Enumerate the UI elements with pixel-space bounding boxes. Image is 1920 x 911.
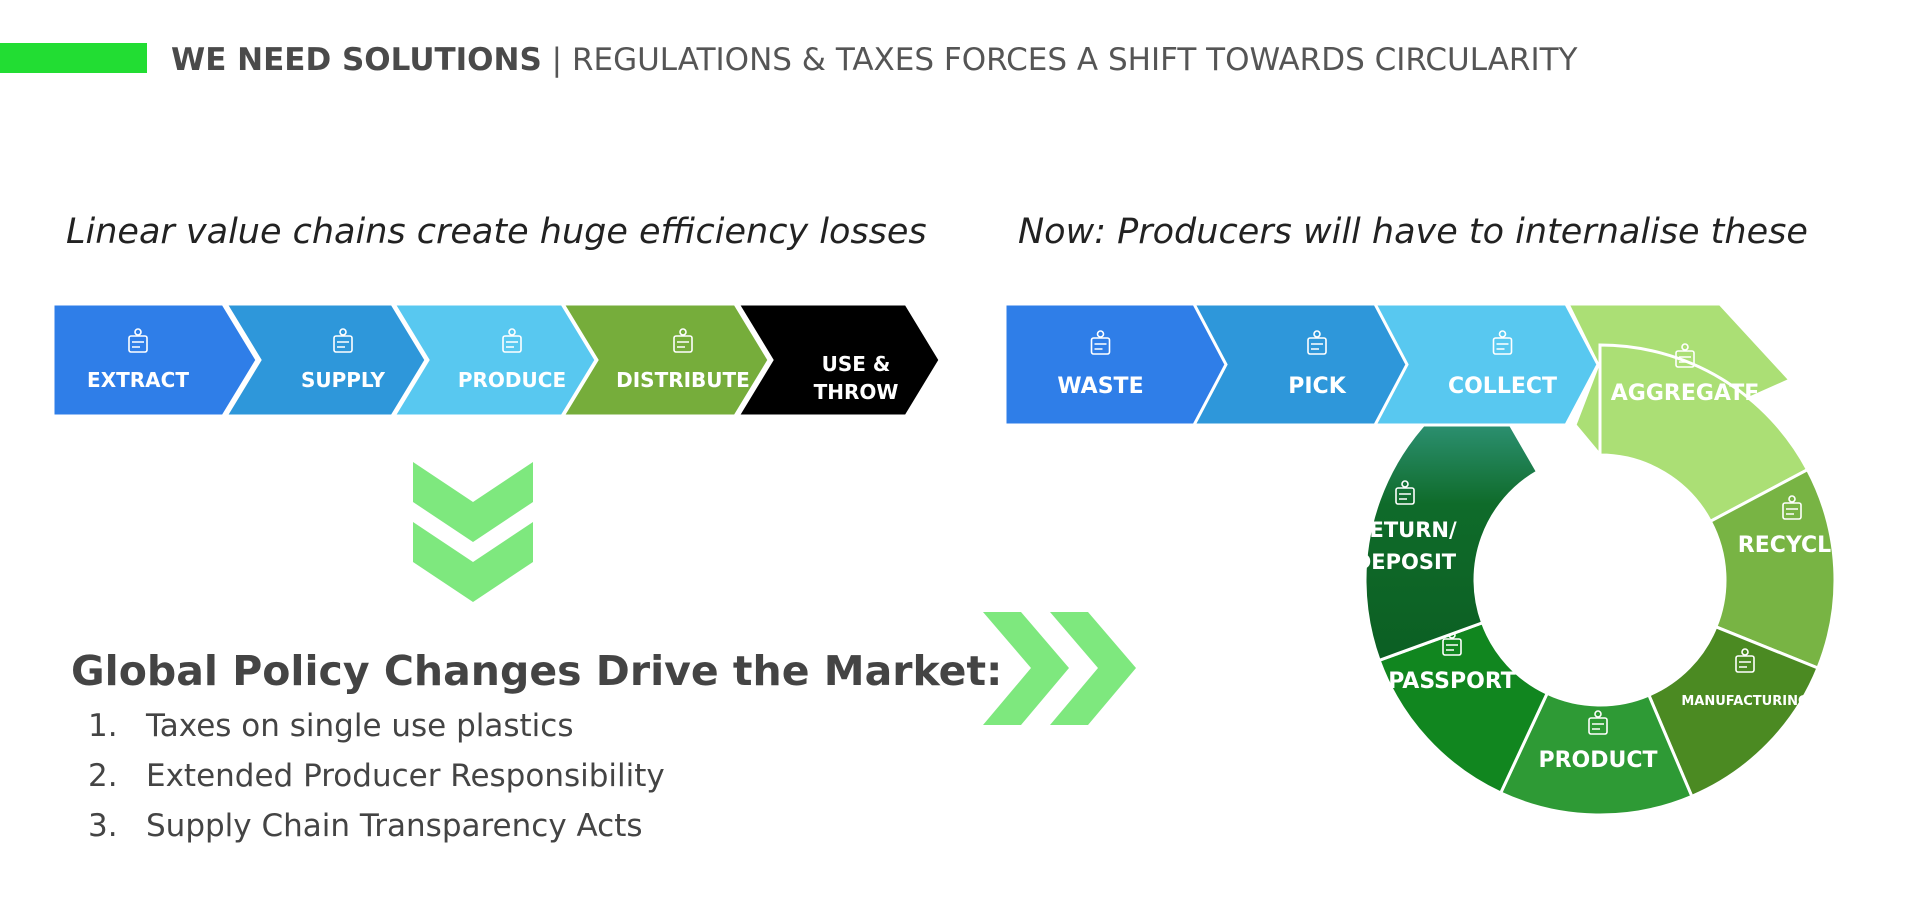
title-bold: WE NEED SOLUTIONS xyxy=(171,42,542,78)
policy-item: 3. Supply Chain Transparency Acts xyxy=(88,808,665,858)
item-number: 2. xyxy=(88,758,118,794)
right-subtitle: Now: Producers will have to internalise … xyxy=(1018,212,1808,252)
circular-chain: WASTE PICK COLLECT xyxy=(1003,302,1600,427)
step-label: COLLECT xyxy=(1448,374,1557,399)
chain-step-waste: WASTE xyxy=(1003,302,1230,427)
warehouse-icon xyxy=(333,328,353,353)
segment-label: PASSPORT xyxy=(1388,669,1516,694)
step-label: WASTE xyxy=(1057,374,1143,399)
item-text: Supply Chain Transparency Acts xyxy=(146,808,643,844)
segment-label: RECYCLE xyxy=(1738,533,1846,558)
shopping-bag-icon xyxy=(1588,710,1608,735)
item-number: 1. xyxy=(88,708,118,744)
chain-step-distribute: DISTRIBUTE xyxy=(560,302,771,418)
circular-ring: AGGREGATE RECYCLE MANUFACTURING PRODUCT PASS… xyxy=(1353,302,1846,817)
chain-step-pick: PICK xyxy=(1191,302,1410,427)
return-box-icon xyxy=(1395,480,1415,505)
chevron-down-shape xyxy=(413,462,533,542)
ring-segment-product: PRODUCT xyxy=(1498,691,1694,817)
ring-segment-passport: PASSPORT xyxy=(1377,620,1550,795)
chevron-down-shape xyxy=(413,522,533,602)
chain-step-use: USE & THROW xyxy=(735,302,942,418)
item-text: Extended Producer Responsibility xyxy=(146,758,665,794)
ring-segment-recycle: RECYCLE xyxy=(1708,467,1846,670)
factory-icon xyxy=(128,328,148,353)
segment-label: RETURN/ xyxy=(1353,518,1457,542)
segment-label: PRODUCT xyxy=(1538,748,1657,773)
down-chevrons-icon xyxy=(413,462,533,602)
document-location-icon xyxy=(502,328,522,353)
step-label: DISTRIBUTE xyxy=(616,368,750,392)
item-text: Taxes on single use plastics xyxy=(146,708,574,744)
policy-item: 2. Extended Producer Responsibility xyxy=(88,758,665,808)
warehouse-icon xyxy=(1492,330,1513,355)
segment-shape xyxy=(1708,467,1837,670)
chevron-shape xyxy=(560,302,771,418)
linear-chain: EXTRACT SUPPLY PRODUCE DISTRIBUTE USE & THROW xyxy=(51,302,942,418)
chevron-shape xyxy=(735,302,942,418)
chain-step-collect: COLLECT xyxy=(1372,302,1600,427)
segment-shape xyxy=(1598,343,1810,524)
chevron-shape xyxy=(223,302,428,418)
segment-label-line2: DEPOSIT xyxy=(1354,550,1457,574)
waste-pile-icon xyxy=(1090,330,1111,355)
step-label: SUPPLY xyxy=(301,368,386,392)
factory-icon xyxy=(1675,343,1695,368)
chain-step-extract: EXTRACT xyxy=(51,302,259,418)
chevron-shape xyxy=(1372,302,1600,427)
double-chevron-right-icon xyxy=(983,612,1136,725)
chevron-shape xyxy=(1191,302,1410,427)
ring-segment-aggregate: AGGREGATE xyxy=(1598,343,1810,524)
assembly-icon xyxy=(1735,648,1755,673)
chevron-shape xyxy=(51,302,259,418)
step-label: USE & xyxy=(822,352,891,376)
person-picking-icon xyxy=(1307,330,1327,355)
policy-list: 1. Taxes on single use plastics 2. Extende… xyxy=(88,708,665,858)
chevron-right-shape xyxy=(983,612,1069,725)
chevron-shape xyxy=(1003,302,1230,427)
person-trash-icon xyxy=(673,328,693,353)
title-separator: | xyxy=(551,42,563,78)
policy-title: Global Policy Changes Drive the Market: xyxy=(71,647,1003,695)
header-accent-bar xyxy=(0,43,147,73)
ring-segment-return: RETURN/DEPOSIT xyxy=(1353,374,1540,663)
policy-item: 1. Taxes on single use plastics xyxy=(88,708,665,758)
segment-label: AGGREGATE xyxy=(1611,381,1760,406)
step-label: PRODUCE xyxy=(458,368,566,392)
chevron-right-shape xyxy=(1050,612,1136,725)
step-label-line2: THROW xyxy=(814,380,899,404)
step-label: PICK xyxy=(1288,374,1346,399)
slide-title: WE NEED SOLUTIONS | REGULATIONS & TAXES … xyxy=(171,42,1577,78)
item-number: 3. xyxy=(88,808,118,844)
left-subtitle: Linear value chains create huge efficien… xyxy=(66,212,927,252)
step-label: EXTRACT xyxy=(87,368,189,392)
chain-step-supply: SUPPLY xyxy=(223,302,428,418)
recycle-icon xyxy=(1782,495,1802,520)
segment-label: MANUFACTURING xyxy=(1681,694,1808,709)
title-rest: REGULATIONS & TAXES FORCES A SHIFT TOWAR… xyxy=(571,42,1578,78)
